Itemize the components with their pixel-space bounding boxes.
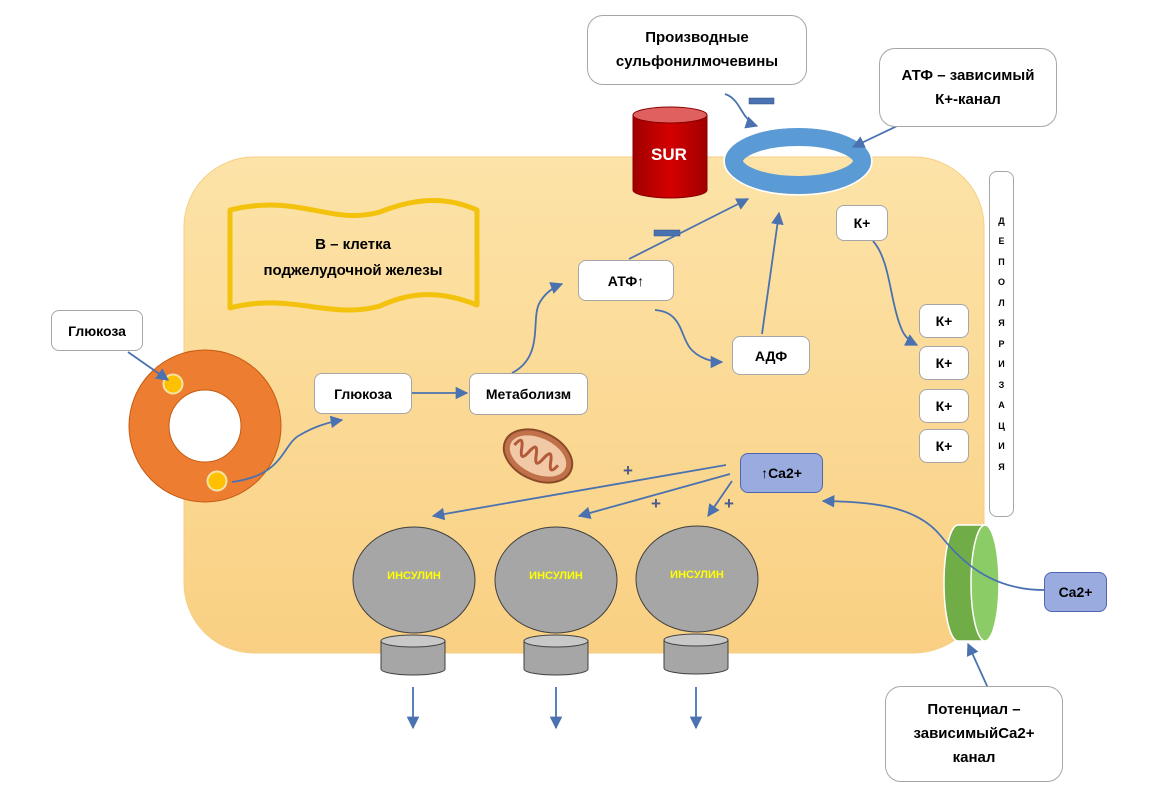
- insulin-label: ИНСУЛИН: [387, 570, 441, 582]
- glucose-molecule-icon: [162, 373, 184, 395]
- depolarization-letter: Я: [998, 461, 1005, 472]
- sulfonylurea-callout: Производные сульфонилмочевины: [587, 15, 807, 85]
- depolarization-letter: З: [998, 379, 1005, 390]
- k-plus-box-1: К+: [919, 304, 969, 338]
- arrow-atp-to-adp: [654, 309, 724, 369]
- insulin-granule-3: [635, 525, 759, 675]
- insulin-granule-2: [494, 526, 618, 676]
- k-plus-top-box: К+: [836, 205, 888, 241]
- depolarization-letter: Я: [998, 318, 1005, 329]
- glut-transporter-outline-outer: [128, 349, 282, 503]
- depolarization-letter: Д: [998, 215, 1005, 226]
- arrow-atp-to-katp: [628, 198, 750, 260]
- arrow-glucose-to-transporter: [127, 351, 170, 381]
- vdcc-callout: Потенциал – зависимыйCa2+ канал: [885, 686, 1063, 782]
- katp-line1: АТФ – зависимый: [901, 66, 1035, 84]
- arrow-sulfonylurea-to-katp: [724, 93, 759, 129]
- arrow-ca-entry: [821, 494, 1045, 591]
- arrow-k-efflux: [872, 240, 919, 346]
- depolarization-letter: П: [998, 256, 1005, 267]
- glucose-molecule-icon: [206, 470, 228, 492]
- vdcc-line3: канал: [952, 749, 996, 766]
- k-atp-channel-ring: [725, 128, 871, 194]
- glucose-inside-box: Глюкоза: [314, 373, 412, 414]
- depolarization-letter: Ц: [998, 420, 1005, 431]
- depolarization-label: Д Е П О Л Я Р И З А Ц И Я: [989, 171, 1014, 517]
- ca-inside-box: ↑Ca2+: [740, 453, 823, 493]
- sur-receptor-cylinder: [632, 114, 708, 199]
- depolarization-letter: Л: [998, 297, 1005, 308]
- arrow-katp-label-to-channel: [851, 125, 898, 148]
- depolarization-letter: И: [998, 441, 1005, 452]
- arrow-transporter-to-glucose: [231, 415, 344, 483]
- vdcc-line1: Потенциал –: [927, 701, 1021, 718]
- ca-outside-box: Ca2+: [1044, 572, 1107, 612]
- arrow-ca-to-granule-3: [707, 480, 733, 518]
- sulfonylurea-line2: сульфонилмочевины: [615, 53, 779, 70]
- arrow-metabolism-to-atp: [511, 282, 564, 374]
- depolarization-letter: Е: [998, 236, 1005, 247]
- sulfonylurea-line1: Производные: [645, 29, 749, 46]
- glut-transporter-ring: [129, 350, 281, 502]
- k-atp-channel-outline: [723, 126, 873, 196]
- cell-label-line1: В – клетка: [315, 236, 392, 253]
- plus-sign: +: [724, 494, 734, 513]
- k-plus-box-4: К+: [919, 429, 969, 463]
- cell-label-line2: поджелудочной железы: [264, 262, 443, 279]
- depolarization-letter: А: [998, 400, 1005, 411]
- vdcc-line2: зависимыйCa2+: [913, 725, 1035, 742]
- ca-channel-cylinder: [943, 524, 1000, 642]
- arrow-ca-to-granule-2: [577, 473, 731, 520]
- minus-sign: [748, 97, 775, 105]
- plus-sign: +: [651, 494, 661, 513]
- plus-sign: +: [623, 461, 633, 480]
- k-plus-box-3: К+: [919, 389, 969, 423]
- sur-label: SUR: [651, 145, 687, 164]
- depolarization-letter: И: [998, 359, 1005, 370]
- depolarization-letter: Р: [998, 338, 1005, 349]
- atp-box: АТФ↑: [578, 260, 674, 301]
- insulin-label: ИНСУЛИН: [529, 570, 583, 582]
- glucose-outside-box: Глюкоза: [51, 310, 143, 351]
- cell-label-banner: [227, 198, 480, 313]
- depolarization-letter: О: [997, 277, 1005, 288]
- arrow-ca-to-granule-1: [431, 464, 727, 521]
- arrow-vdcc-label-to-channel: [966, 642, 989, 689]
- glut-transporter-outline-inner: [168, 389, 242, 463]
- arrow-adp-to-katp: [761, 211, 784, 335]
- mitochondrion-icon: [502, 428, 574, 484]
- metabolism-box: Метаболизм: [469, 373, 588, 415]
- insulin-granule-1: [352, 526, 476, 676]
- insulin-label: ИНСУЛИН: [670, 569, 724, 581]
- sur-receptor-top: [632, 106, 708, 124]
- katp-line2: К+-канал: [935, 90, 1001, 108]
- adp-box: АДФ: [732, 336, 810, 375]
- k-plus-box-2: К+: [919, 346, 969, 380]
